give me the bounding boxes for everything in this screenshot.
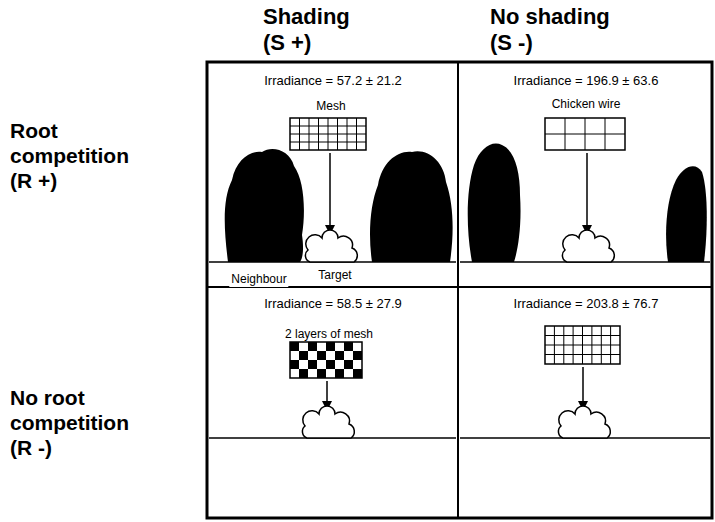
- mesh-grid: [290, 118, 366, 150]
- irradiance-value-wrap: Irradiance = 203.8 ± 76.7: [514, 294, 659, 312]
- irradiance-value-wrap: Irradiance = 57.2 ± 21.2: [264, 71, 402, 89]
- target-plant: [302, 406, 354, 438]
- neighbour-bush: [370, 151, 453, 262]
- light-arrow: [329, 153, 331, 234]
- screen-label-wrap: 2 layers of mesh: [285, 324, 373, 342]
- column-header: No shading (S -): [490, 4, 622, 57]
- target-label-wrap: Target: [316, 265, 353, 283]
- shaded-competition-cell: Irradiance = 57.2 ± 21.2MeshTarget Neighb…: [207, 62, 458, 287]
- screen-label: 2 layers of mesh: [285, 328, 373, 342]
- irradiance-value: Irradiance = 203.8 ± 76.7: [514, 297, 659, 312]
- chicken-wire-screen: [545, 118, 625, 150]
- row-header: Root competition (R +): [10, 118, 150, 194]
- column-header-wrap: No shading (S -): [490, 4, 622, 57]
- neighbour-label: Neighbour: [229, 273, 288, 287]
- target-label: Target: [316, 269, 353, 283]
- chicken-wire-grid: [545, 118, 625, 150]
- double-mesh-screen: [290, 342, 362, 378]
- unshaded-competition-cell: Irradiance = 196.9 ± 63.6Chicken wire: [458, 62, 712, 287]
- target-plant: [562, 230, 614, 262]
- neighbour-bush: [666, 166, 707, 262]
- unshaded-no-competition-cell: Irradiance = 203.8 ± 76.7: [458, 287, 712, 518]
- column-header: Shading (S +): [263, 4, 363, 57]
- target-plant: [305, 230, 357, 262]
- row-header-wrap: Root competition (R +): [10, 118, 150, 194]
- mesh-grid: [545, 326, 620, 364]
- irradiance-value: Irradiance = 57.2 ± 21.2: [264, 74, 402, 89]
- grid-frame: [207, 62, 712, 518]
- irradiance-value-wrap: Irradiance = 196.9 ± 63.6: [514, 71, 659, 89]
- light-arrow: [582, 367, 584, 410]
- target-plant: [558, 406, 610, 438]
- irradiance-value-wrap: Irradiance = 58.5 ± 27.9: [264, 294, 402, 312]
- irradiance-value: Irradiance = 196.9 ± 63.6: [514, 74, 659, 89]
- mesh-screen: [290, 118, 366, 150]
- row-header-wrap: No root competition (R -): [10, 385, 150, 461]
- screen-label: Chicken wire: [552, 98, 621, 112]
- screen-label-wrap: Chicken wire: [552, 94, 621, 112]
- neighbour-bush: [468, 144, 521, 262]
- mesh-screen: [545, 326, 620, 364]
- shaded-no-competition-cell: Irradiance = 58.5 ± 27.9 2 layers of mesh: [207, 287, 458, 518]
- light-arrow: [586, 153, 588, 234]
- irradiance-value: Irradiance = 58.5 ± 27.9: [264, 297, 402, 312]
- row-header: No root competition (R -): [10, 385, 150, 461]
- neighbour-bush: [225, 149, 304, 262]
- neighbour-label-wrap: Neighbour: [229, 269, 288, 287]
- screen-label: Mesh: [316, 100, 345, 114]
- screen-label-wrap: Mesh: [316, 96, 345, 114]
- column-header-wrap: Shading (S +): [263, 4, 363, 57]
